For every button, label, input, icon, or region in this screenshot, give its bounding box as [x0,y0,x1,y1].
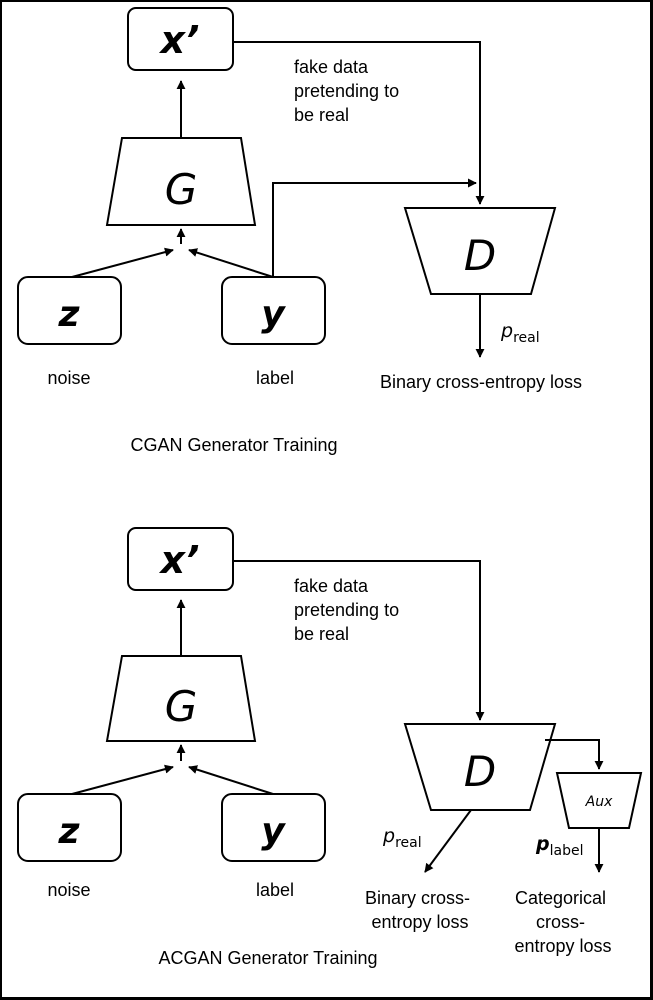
cgan-arrow-label-to-d [272,178,477,277]
acgan-xprime-box [127,527,234,591]
cgan-xprime-symbol: x’ [159,18,200,62]
acgan-noise-label: noise [47,880,90,900]
acgan-fake-data-text: fake data pretending to be real [294,576,404,644]
acgan-p-label: plabel [535,833,583,859]
cgan-discriminator-block [403,207,557,295]
cgan-diagram: x’ G z noise y label D fake data pretend… [17,7,582,455]
cgan-arrow-label-merge [188,248,274,278]
acgan-discriminator-symbol: D [464,747,496,796]
acgan-p-real: preal [382,825,422,851]
cgan-loss-label: Binary cross-entropy loss [380,372,582,392]
cgan-arrow-xprime-to-d [233,41,485,205]
acgan-arrow-label-merge [188,765,274,795]
acgan-diagram: x’ G z noise y label D Aux fake data pre… [17,527,643,968]
cgan-xprime-box [127,7,234,71]
cgan-generator-symbol: G [165,165,198,214]
cgan-generator-block [105,137,257,226]
acgan-arrow-d-to-binary [424,809,472,873]
acgan-caption: ACGAN Generator Training [158,948,377,968]
cgan-label-symbol: y [261,294,286,335]
cgan-caption: CGAN Generator Training [130,435,337,455]
acgan-categorical-loss-label: Categorical cross- entropy loss [514,888,611,956]
acgan-arrow-xprime-to-d [233,560,485,721]
cgan-noise-symbol: z [58,294,81,335]
acgan-discriminator-block [403,723,557,811]
acgan-noise-box [17,793,122,862]
acgan-label-box [221,793,326,862]
acgan-generator-block [105,655,257,742]
cgan-p-real: preal [500,320,540,346]
acgan-generator-symbol: G [165,682,198,731]
cgan-arrow-noise-merge [71,247,174,278]
acgan-noise-symbol: z [58,811,81,852]
acgan-arrow-d-to-aux [545,739,604,770]
acgan-arrow-noise-merge [71,764,174,795]
cgan-label-label: label [256,368,294,388]
acgan-label-label: label [256,880,294,900]
acgan-xprime-symbol: x’ [159,538,200,582]
cgan-fake-data-text: fake data pretending to be real [294,57,404,125]
cgan-noise-label: noise [47,368,90,388]
acgan-aux-block [555,772,643,829]
acgan-label-symbol: y [261,811,286,852]
acgan-aux-label: Aux [585,794,613,810]
cgan-noise-box [17,276,122,345]
cgan-discriminator-symbol: D [464,231,496,280]
acgan-binary-loss-label: Binary cross- entropy loss [365,888,475,932]
